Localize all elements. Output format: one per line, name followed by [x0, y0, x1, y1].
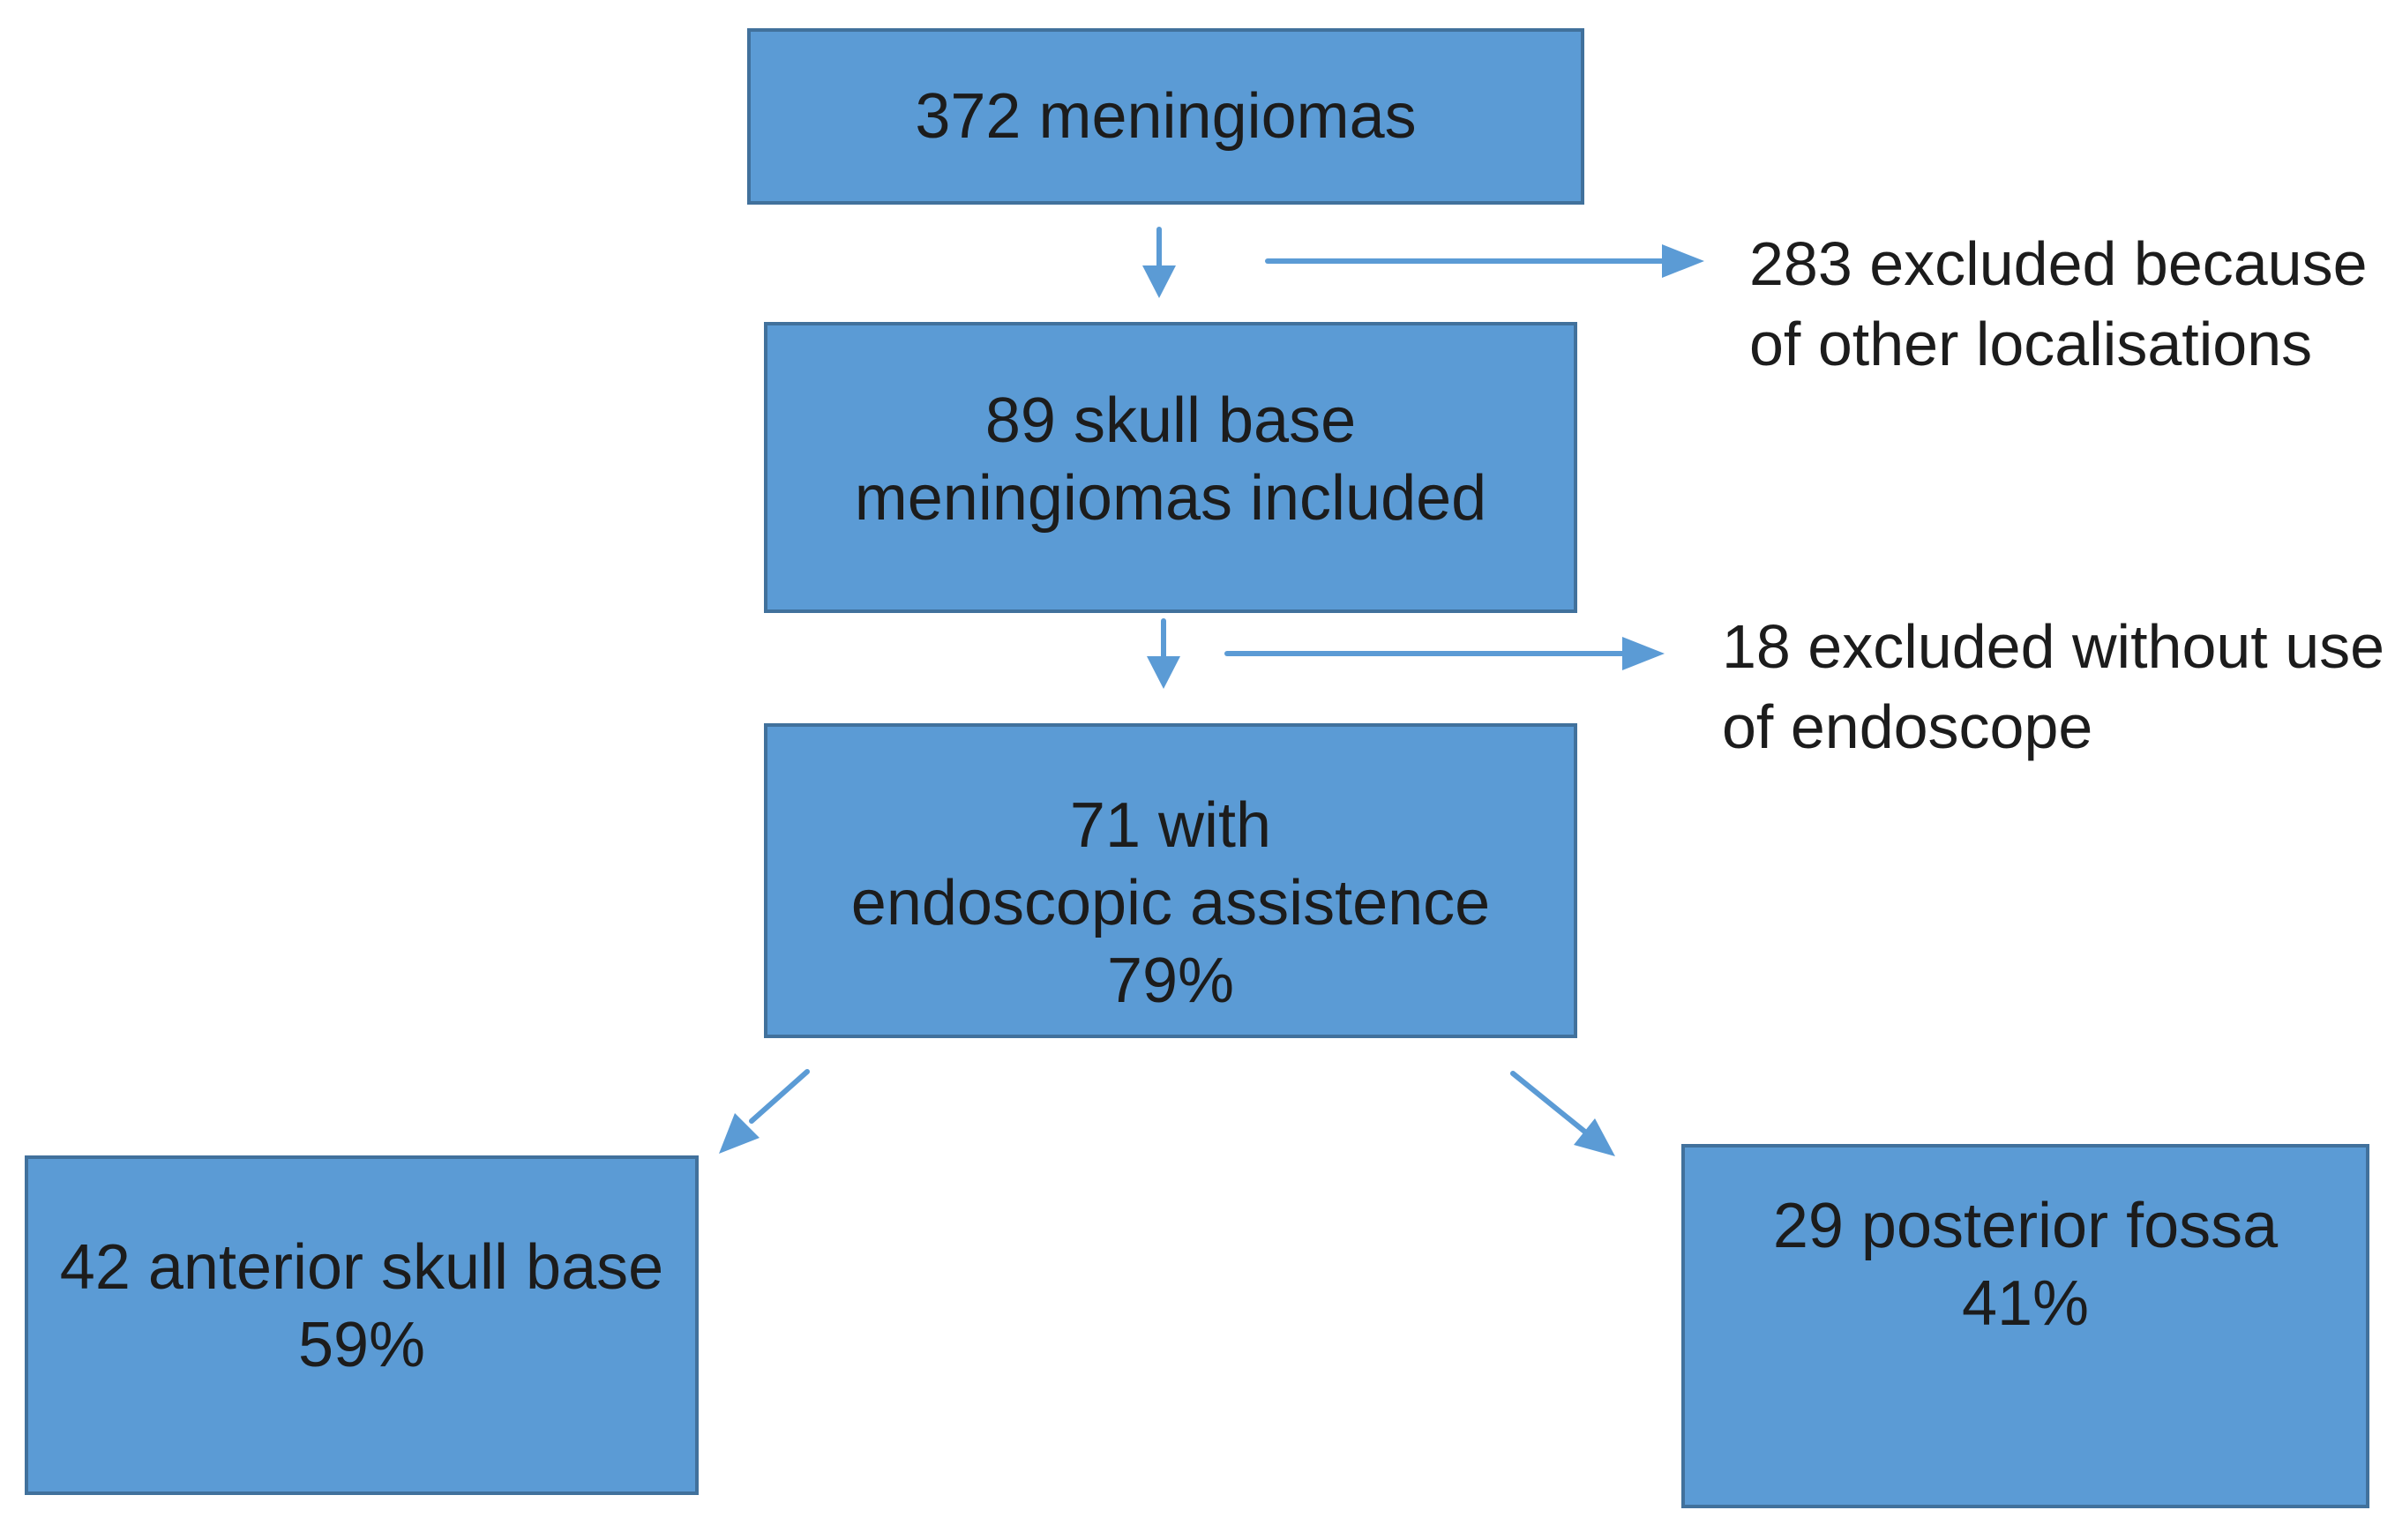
node-endoscopic-assistance-line-1: 71 with: [1069, 789, 1272, 861]
node-total-meningiomas-text: 372 meningiomas: [915, 81, 1417, 152]
node-anterior-skull-base-line-1: 42 anterior skull base: [59, 1231, 664, 1303]
annotation-excluded-other-localisations-line-2: of other localisations: [1749, 310, 2313, 378]
node-endoscopic-assistance-percentage: 79%: [1106, 945, 1235, 1016]
down-arrow-1-icon: [1142, 227, 1176, 298]
node-endoscopic-assistance-line-2: endoscopic assistence: [850, 867, 1491, 938]
node-posterior-fossa-percentage: 41%: [1961, 1267, 2090, 1339]
right-arrow-2-icon: [1224, 637, 1665, 670]
annotation-excluded-no-endoscope-line-1: 18 excluded without use: [1722, 612, 2385, 681]
node-anterior-skull-base-percentage: 59%: [297, 1309, 426, 1380]
node-skull-base-included-line-1: 89 skull base: [984, 385, 1357, 456]
node-endoscopic-assistance: 71 with endoscopic assistence 79%: [764, 723, 1577, 1038]
down-arrow-2-icon: [1147, 618, 1180, 689]
node-posterior-fossa-line-1: 29 posterior fossa: [1772, 1190, 2279, 1261]
node-skull-base-included-line-2: meningiomas included: [854, 463, 1487, 534]
node-total-meningiomas: 372 meningiomas: [747, 28, 1584, 205]
annotation-excluded-no-endoscope-line-2: of endoscope: [1722, 692, 2093, 761]
node-anterior-skull-base: 42 anterior skull base 59%: [25, 1155, 699, 1495]
right-arrow-1-icon: [1265, 244, 1704, 278]
node-posterior-fossa: 29 posterior fossa 41%: [1681, 1144, 2369, 1508]
annotation-excluded-no-endoscope: 18 excluded without use of endoscope: [1722, 607, 2384, 767]
node-skull-base-included: 89 skull base meningiomas included: [764, 322, 1577, 613]
diagonal-down-left-arrow-icon: [719, 1069, 810, 1154]
diagonal-down-right-arrow-icon: [1510, 1071, 1615, 1156]
annotation-excluded-other-localisations: 283 excluded because of other localisati…: [1749, 224, 2368, 385]
annotation-excluded-other-localisations-line-1: 283 excluded because: [1749, 229, 2368, 298]
